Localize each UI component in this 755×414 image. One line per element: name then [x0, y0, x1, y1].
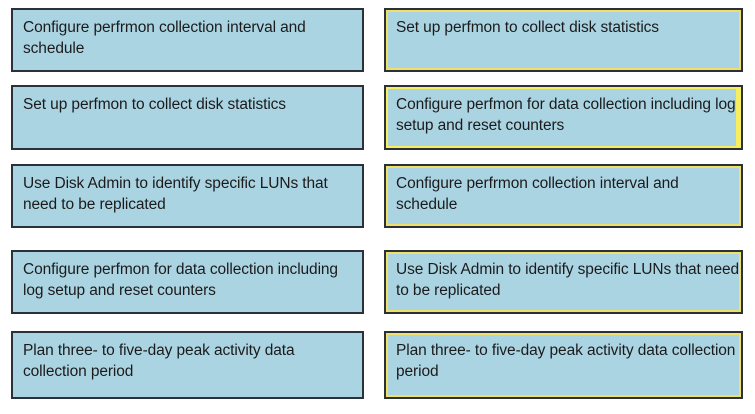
answer-card-1-label: Set up perfmon to collect disk statistic…: [396, 19, 659, 36]
answer-card-4[interactable]: Use Disk Admin to identify specific LUNs…: [384, 250, 743, 314]
answer-card-3[interactable]: Configure perfrmon collection interval a…: [384, 164, 743, 228]
source-card-4[interactable]: Configure perfmon for data collection in…: [11, 250, 364, 314]
answer-card-3-label: Configure perfrmon collection interval a…: [396, 175, 679, 213]
source-card-4-label: Configure perfmon for data collection in…: [23, 261, 338, 299]
source-card-2[interactable]: Set up perfmon to collect disk statistic…: [11, 85, 364, 150]
answer-card-4-label: Use Disk Admin to identify specific LUNs…: [396, 261, 740, 299]
answer-card-1[interactable]: Set up perfmon to collect disk statistic…: [384, 8, 743, 72]
source-card-3[interactable]: Use Disk Admin to identify specific LUNs…: [11, 164, 364, 228]
answer-card-2[interactable]: Configure perfmon for data collection in…: [384, 85, 743, 150]
answer-card-2-label: Configure perfmon for data collection in…: [396, 96, 736, 134]
answer-card-5-label: Plan three- to five-day peak activity da…: [396, 342, 736, 380]
source-card-2-label: Set up perfmon to collect disk statistic…: [23, 96, 286, 113]
source-options-column: Configure perfrmon collection interval a…: [11, 0, 375, 414]
answer-area-column: Set up perfmon to collect disk statistic…: [384, 0, 748, 414]
source-card-3-label: Use Disk Admin to identify specific LUNs…: [23, 175, 328, 213]
source-card-1-label: Configure perfrmon collection interval a…: [23, 19, 306, 57]
source-card-5-label: Plan three- to five-day peak activity da…: [23, 342, 295, 380]
answer-card-5[interactable]: Plan three- to five-day peak activity da…: [384, 331, 743, 399]
source-card-5[interactable]: Plan three- to five-day peak activity da…: [11, 331, 364, 399]
source-card-1[interactable]: Configure perfrmon collection interval a…: [11, 8, 364, 72]
